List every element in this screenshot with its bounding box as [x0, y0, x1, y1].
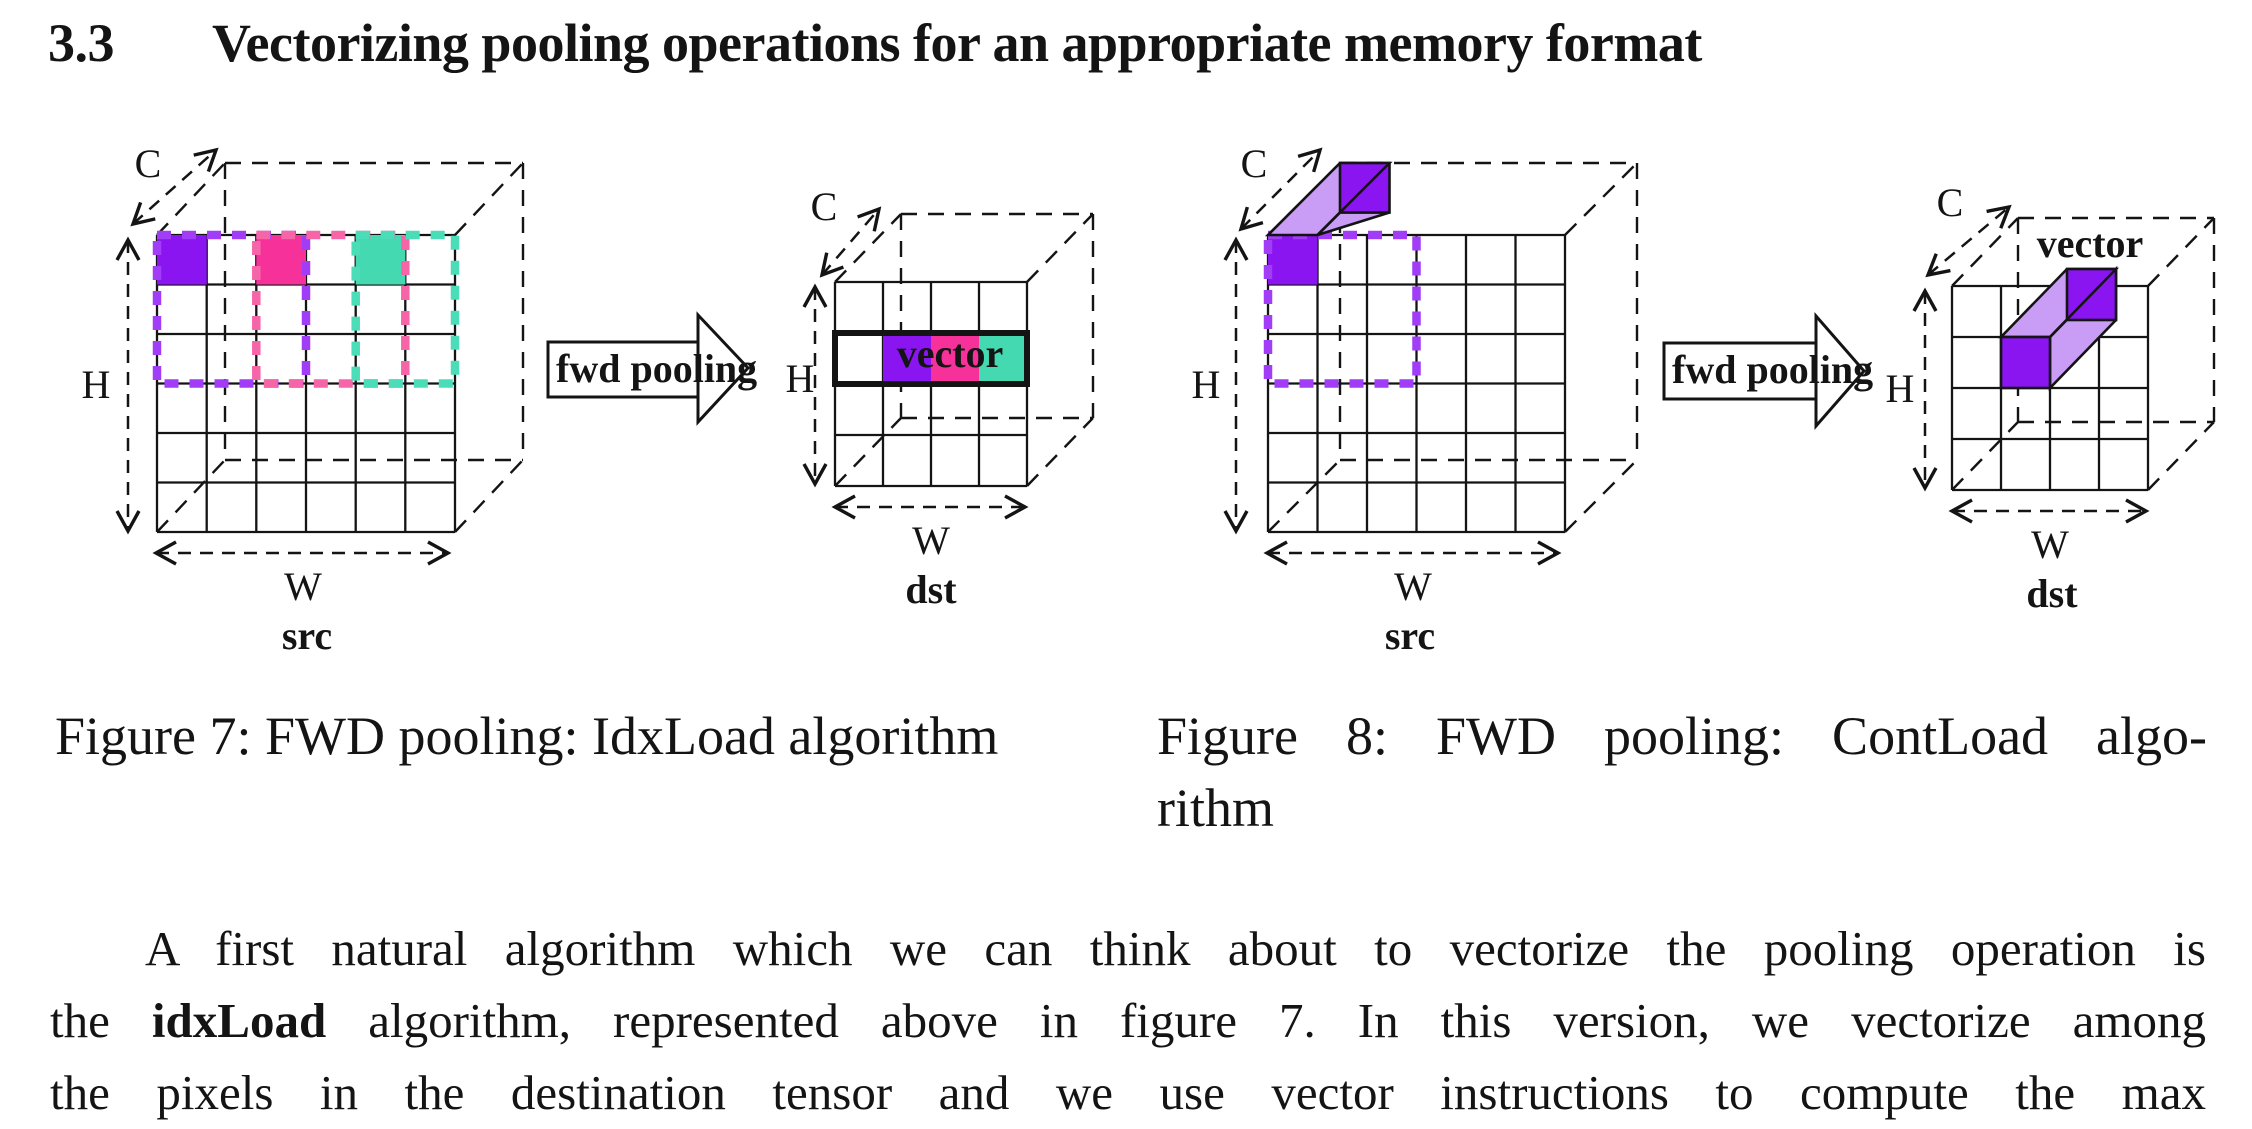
paragraph-line-3: the pixels in the destination tensor and… [50, 1065, 2206, 1120]
axis-w-label: W [1394, 564, 1432, 609]
figure8-caption-line1: Figure 8: FWD pooling: ContLoad algo- [1157, 706, 2207, 766]
vector-cell-pink [931, 333, 979, 384]
vector-cell-teal [979, 333, 1027, 384]
arrow-label: fwd pooling [1672, 347, 1873, 392]
channel-prism-diagonal-edge [1316, 162, 1391, 236]
paragraph-line-2: the idxLoad algorithm, represented above… [50, 985, 2206, 1057]
arrow-label-box [1662, 341, 1818, 401]
axis-h-label: H [786, 356, 815, 401]
vector-label: vector [897, 331, 1004, 376]
dst-cube-dashed-edges [834, 212, 1095, 487]
seed-cell-pink [256, 235, 306, 285]
src-cube-dashed-edges [1267, 161, 1639, 533]
figure7-caption-text: Figure 7: FWD pooling: IdxLoad algorithm [55, 706, 999, 766]
src-tensor-label: src [1385, 613, 1435, 658]
idxload-bold-term: idxLoad [151, 993, 327, 1048]
seed-cell-teal [355, 235, 406, 285]
arrow-label-box [546, 340, 700, 399]
paragraph-line-1: A first natural algorithm which we can t… [145, 921, 2206, 976]
axis-c-arrow [819, 206, 882, 278]
axis-c-label: C [1937, 180, 1964, 225]
axis-w-label: W [2031, 522, 2069, 567]
axis-c-label: C [1241, 141, 1268, 186]
channel-prism-front-cell [1999, 335, 2052, 390]
axis-c-arrow [1238, 147, 1323, 232]
channel-prism-diagonal-edge [2049, 268, 2117, 338]
vector-row-outline [832, 330, 1030, 387]
paragraph-line-2-post: algorithm, represented above in figure 7… [326, 993, 2206, 1048]
src-tensor-label: src [282, 613, 332, 658]
arrow-label: fwd pooling [556, 346, 757, 391]
axis-h-label: H [1886, 366, 1915, 411]
figure8-fwd-pooling-arrow: fwd pooling [1662, 312, 1873, 430]
src-grid-6x6 [1266, 233, 1567, 534]
src-cube-dashed-edges [156, 161, 525, 533]
figure7-caption: Figure 7: FWD pooling: IdxLoad algorithm [55, 700, 1120, 772]
figure8-src-tensor: C H W src [1192, 141, 1639, 658]
figure7-src-tensor: C H W src [82, 141, 525, 658]
axis-w-label: W [912, 518, 950, 563]
body-paragraph: A first natural algorithm which we can t… [50, 913, 2206, 1129]
dst-tensor-label: dst [2026, 571, 2078, 616]
axis-h-label: H [1192, 362, 1221, 407]
figure8-dst-tensor: vector C H W dst [1886, 180, 2216, 616]
figures-diagram: C H W src fwd pooling vector C H W dst [82, 141, 2216, 658]
section-number: 3.3 [48, 13, 115, 73]
vector-cell-purple [883, 333, 931, 384]
seed-cell-purple [1268, 235, 1318, 285]
figure8-caption: Figure 8: FWD pooling: ContLoad algo- ri… [1157, 700, 2207, 844]
section-heading: 3.3 Vectorizing pooling operations for an… [48, 12, 1702, 74]
axis-c-label: C [135, 141, 162, 186]
axis-c-arrow [130, 147, 219, 227]
axis-h-label: H [82, 362, 111, 407]
seed-cell-purple [157, 235, 207, 285]
axis-w-label: W [284, 564, 322, 609]
figure8-caption-line2: rithm [1157, 778, 1274, 838]
dst-tensor-label: dst [905, 567, 957, 612]
figure7-fwd-pooling-arrow: fwd pooling [546, 311, 757, 426]
vector-label: vector [2037, 221, 2144, 266]
axis-c-arrow [1925, 204, 2012, 278]
paragraph-line-2-pre: the [50, 993, 152, 1048]
axis-c-label: C [811, 184, 838, 229]
figure7-dst-tensor: vector C H W dst [786, 184, 1095, 612]
section-title: Vectorizing pooling operations for an ap… [212, 13, 1702, 73]
